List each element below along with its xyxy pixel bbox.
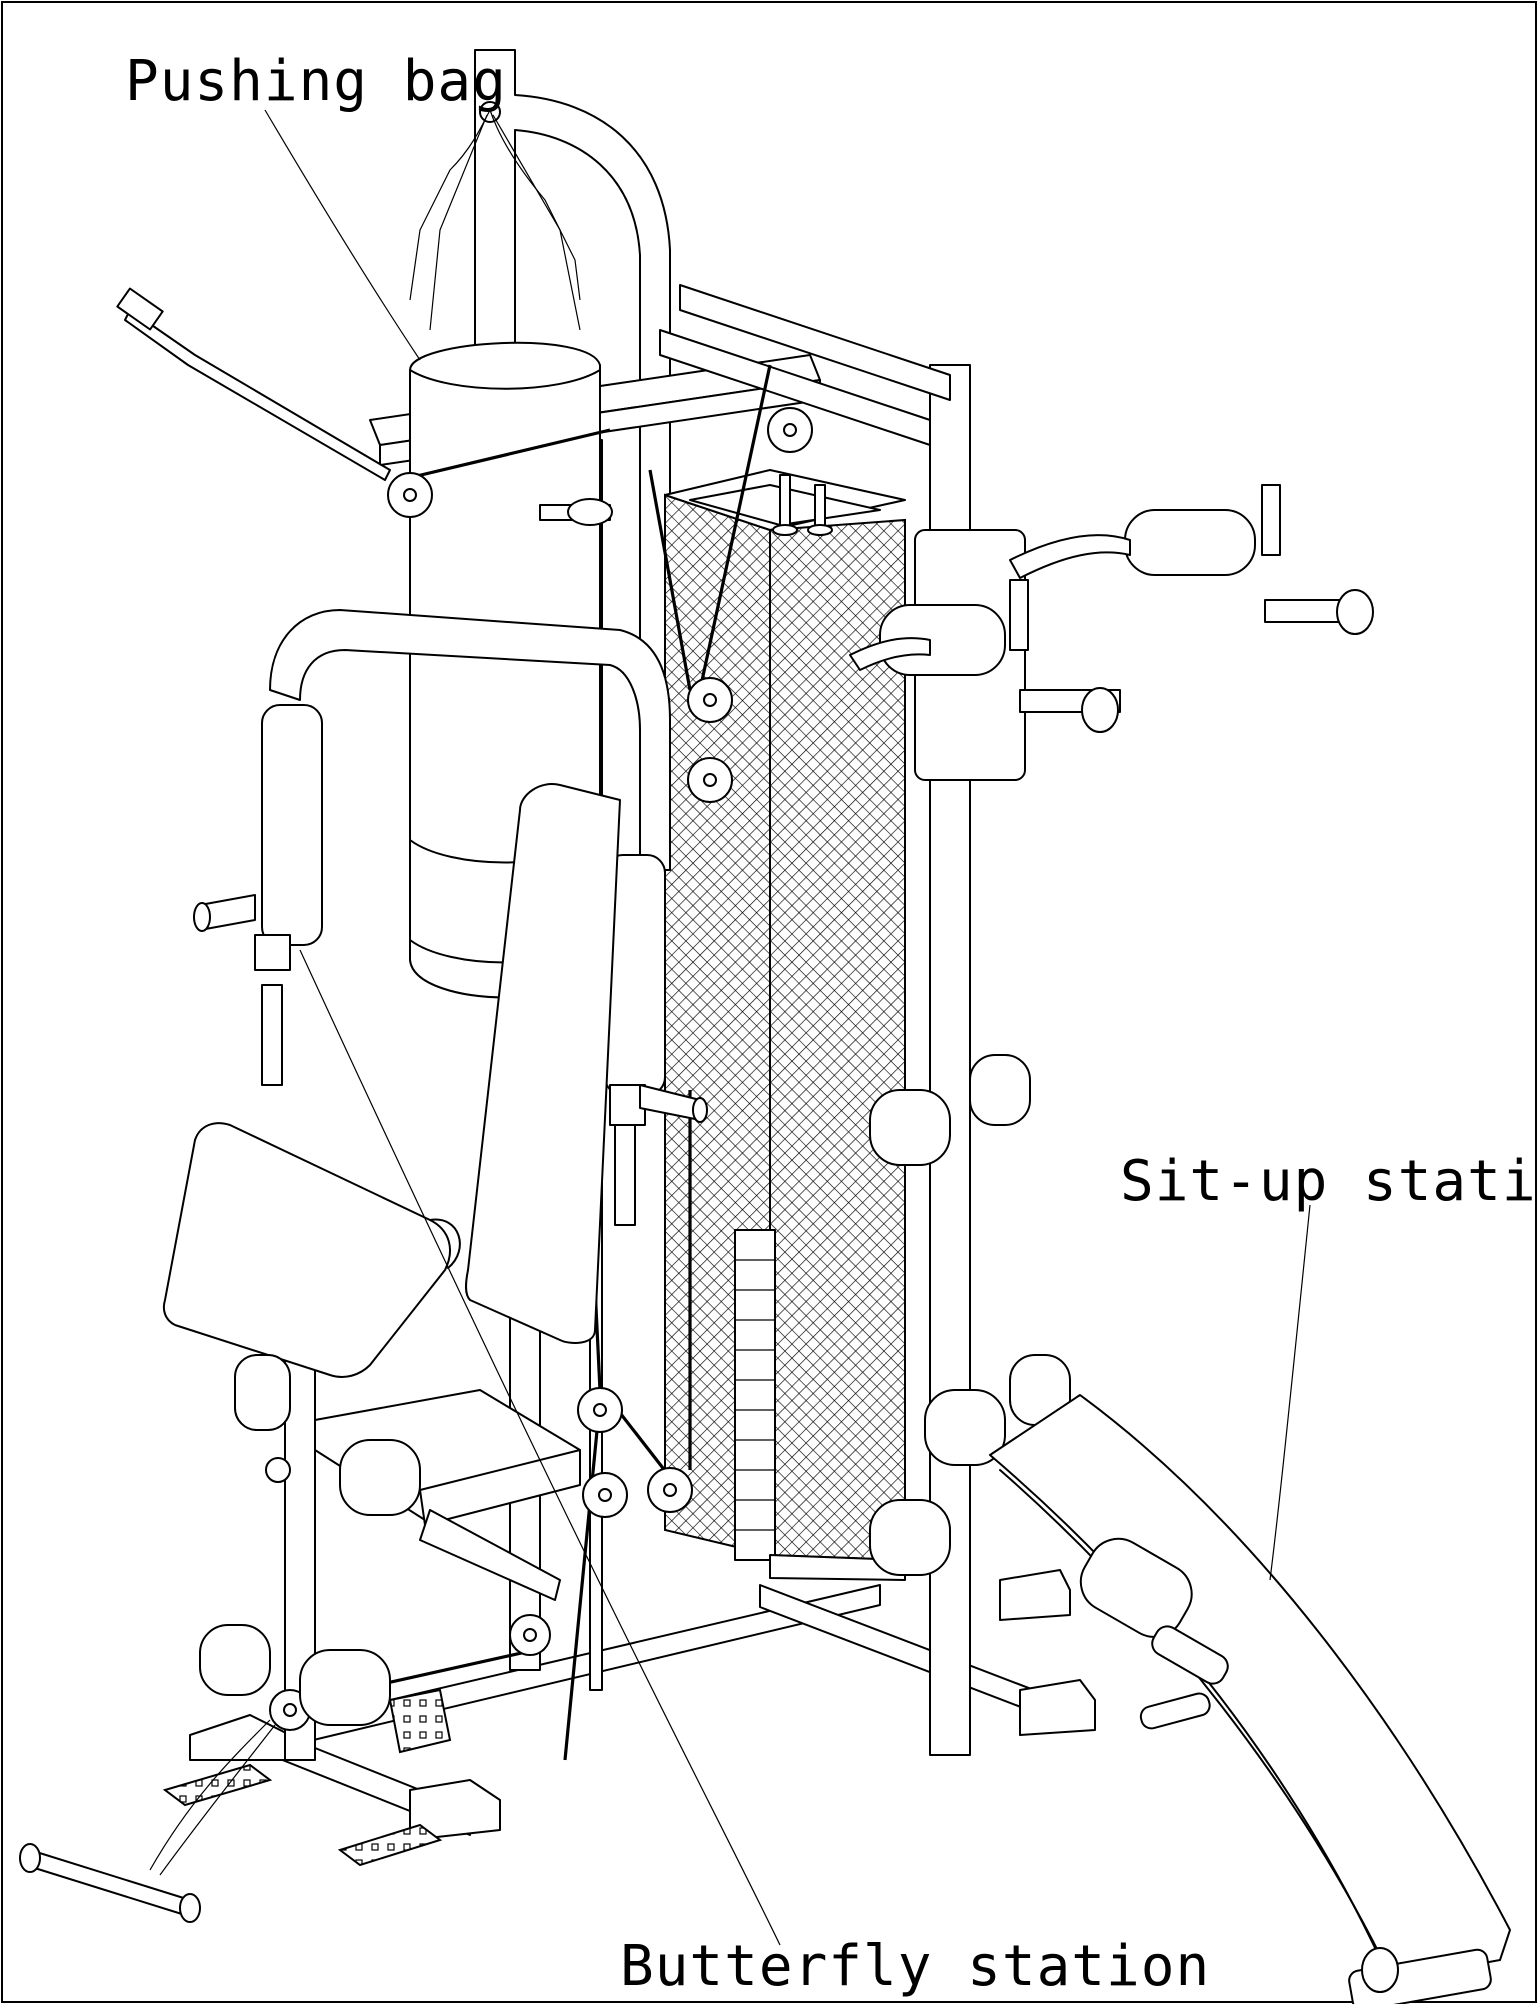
dip-station	[849, 484, 1374, 781]
leader-lines	[264, 109, 1311, 1946]
back-pad	[464, 783, 621, 1344]
lat-bar	[116, 287, 613, 526]
base-frame	[162, 1569, 1096, 1867]
butterfly-station	[193, 609, 708, 1226]
label-situp-station: Sit-up station	[1120, 1149, 1538, 1214]
weight-plates	[734, 1229, 776, 1561]
preacher-pad	[162, 1122, 461, 1378]
label-pushing-bag: Pushing bag	[125, 49, 507, 114]
leader-pushing-bag	[264, 109, 421, 361]
low-handle	[19, 1719, 276, 1923]
label-butterfly-station: Butterfly station	[620, 1934, 1210, 1999]
situp-bench	[989, 1394, 1511, 2004]
leg-rollers	[199, 1354, 421, 1726]
leader-situp-station	[1269, 1204, 1311, 1581]
right-rollers	[869, 1054, 1071, 1576]
weight-stack	[664, 469, 906, 1581]
leader-butterfly-station	[299, 949, 781, 1946]
